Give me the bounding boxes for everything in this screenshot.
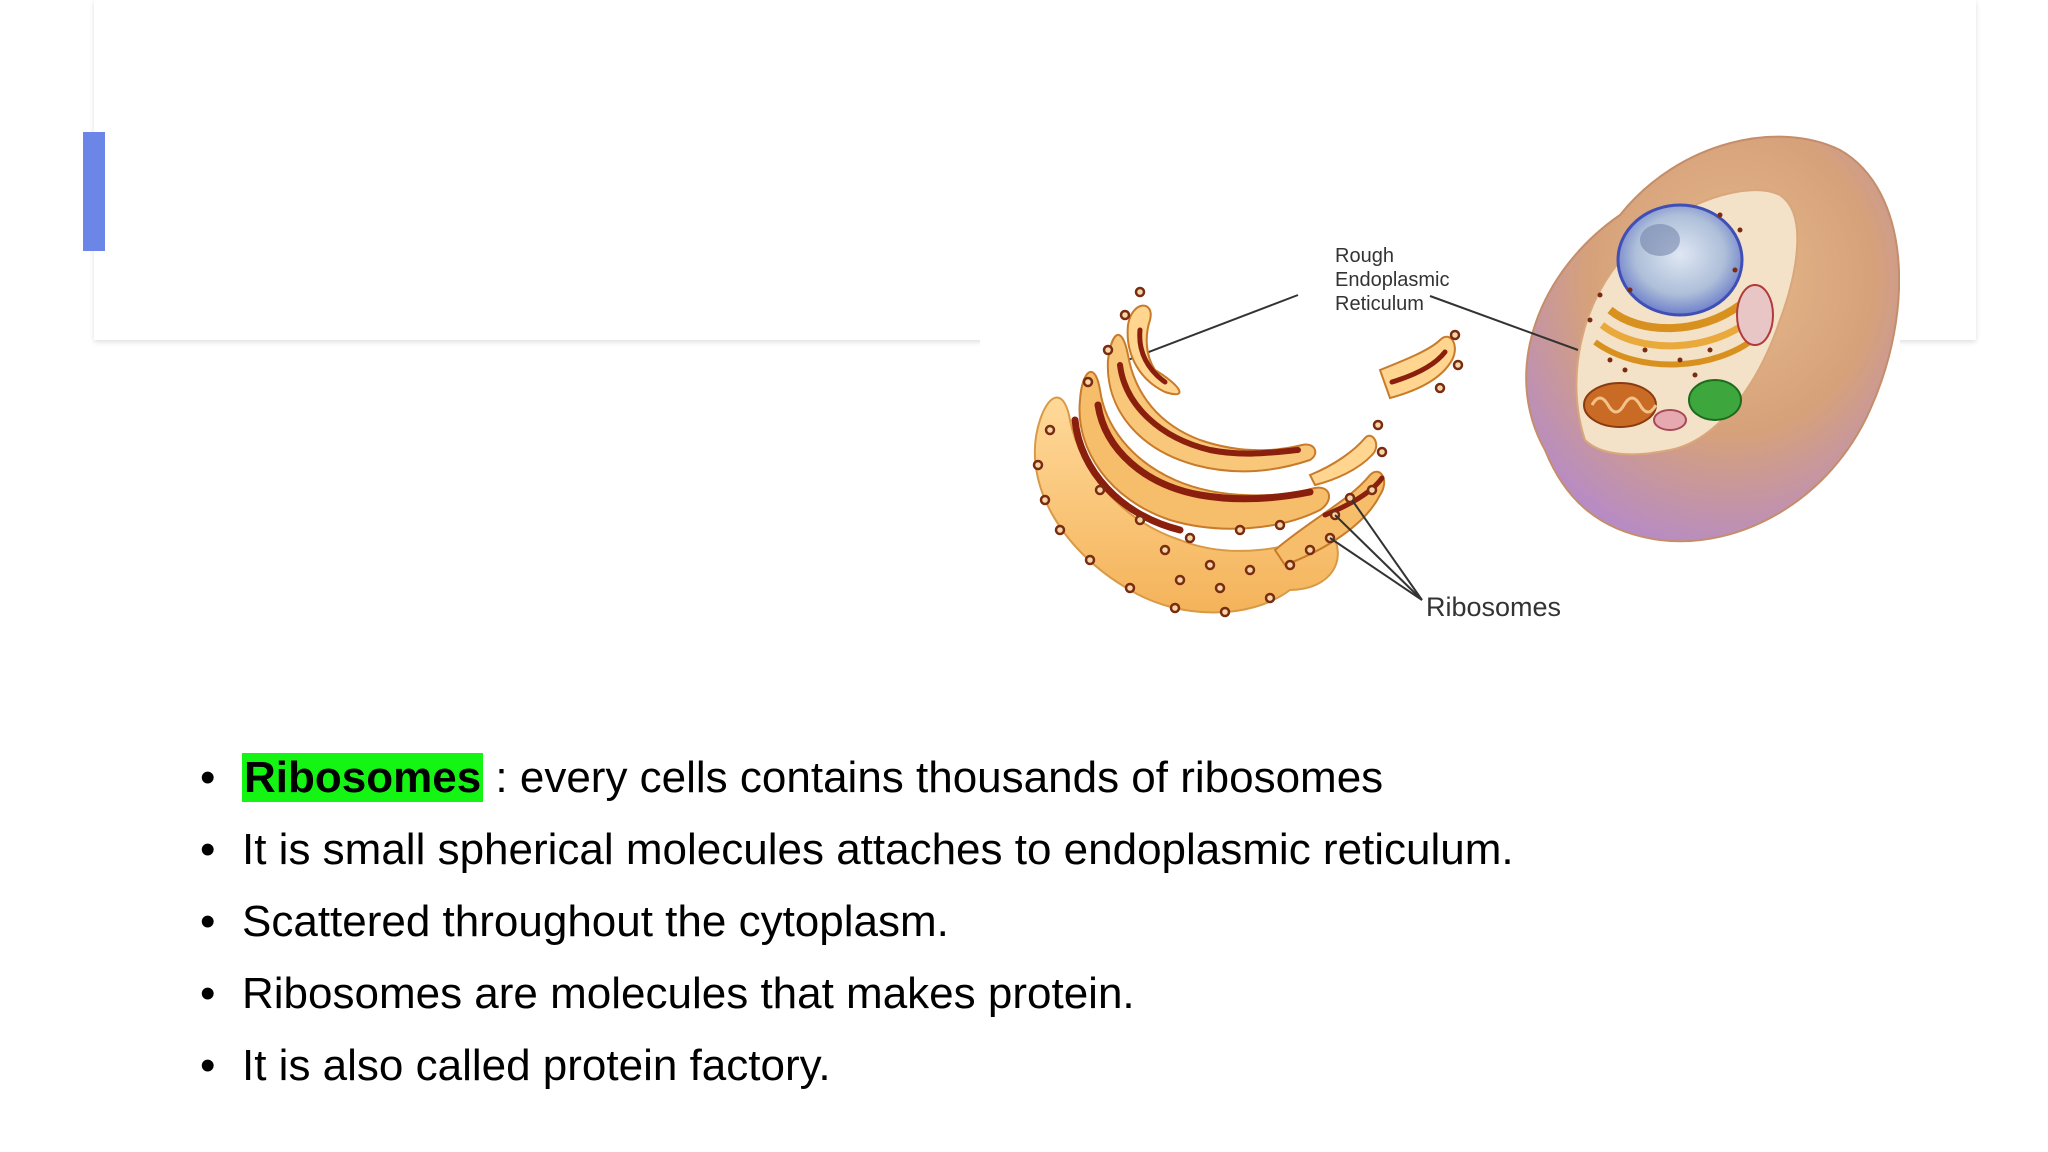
cell-diagram-svg [1032,135,1900,618]
bullet-list: Ribosomes : every cells contains thousan… [200,742,1960,1102]
rough-er-label-line-2: Endoplasmic [1335,269,1450,291]
bullet-text: It is small spherical molecules attaches… [242,825,1514,874]
bullet-text: : every cells contains thousands of ribo… [483,753,1384,802]
title-accent-bar [83,132,105,251]
bullet-item: Ribosomes are molecules that makes prote… [200,958,1960,1030]
bullet-item: It is also called protein factory. [200,1030,1960,1102]
rough-er-label-line-1: Rough [1335,245,1394,267]
bullet-text: It is also called protein factory. [242,1041,831,1090]
bullet-text: Scattered throughout the cytoplasm. [242,897,949,946]
highlighted-term: Ribosomes [242,753,484,802]
ribosomes-label: Ribosomes [1426,592,1562,622]
bullet-item: Scattered throughout the cytoplasm. [200,886,1960,958]
bullet-item: Ribosomes : every cells contains thousan… [200,742,1960,814]
rough-er-label: Rough Endoplasmic Reticulum [1335,244,1495,316]
whole-cell [1525,135,1900,543]
bullet-text: Ribosomes are molecules that makes prote… [242,969,1135,1018]
rough-er-enlarged [1032,286,1464,618]
bullet-item: It is small spherical molecules attaches… [200,814,1960,886]
rough-er-illustration [980,120,1900,680]
rough-er-label-line-3: Reticulum [1335,293,1424,315]
